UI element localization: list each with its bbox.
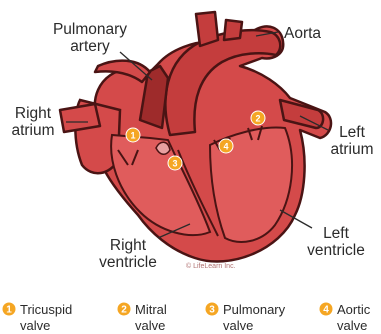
aorta-top-branch bbox=[196, 12, 218, 46]
label-pulmonary-artery-line2: artery bbox=[70, 38, 110, 55]
svg-text:valve: valve bbox=[20, 318, 50, 333]
legend-item-2: 2 Mitral valve bbox=[118, 302, 167, 333]
svg-text:4: 4 bbox=[223, 142, 228, 152]
svg-text:valve: valve bbox=[223, 318, 253, 333]
label-left-atrium-line1: Left bbox=[339, 124, 366, 141]
vena-cava bbox=[60, 104, 100, 132]
marker-1: 1 bbox=[126, 128, 140, 142]
label-pulmonary-artery-line1: Pulmonary bbox=[53, 21, 127, 38]
svg-text:3: 3 bbox=[209, 305, 215, 316]
svg-text:valve: valve bbox=[337, 318, 367, 333]
svg-text:2: 2 bbox=[121, 305, 127, 316]
svg-text:Mitral: Mitral bbox=[135, 302, 167, 317]
legend-item-4: 4 Aortic valve bbox=[320, 302, 371, 333]
marker-2: 2 bbox=[251, 111, 265, 125]
label-right-ventricle-line2: ventricle bbox=[99, 254, 157, 271]
svg-text:2: 2 bbox=[255, 114, 260, 124]
label-left-ventricle-line1: Left bbox=[323, 225, 350, 242]
marker-3: 3 bbox=[168, 156, 182, 170]
svg-text:1: 1 bbox=[130, 131, 135, 141]
legend-item-1: 1 Tricuspid valve bbox=[3, 302, 73, 333]
copyright-text: © LifeLearn Inc. bbox=[186, 262, 236, 270]
label-aorta: Aorta bbox=[284, 25, 321, 42]
label-left-atrium-line2: atrium bbox=[330, 141, 373, 158]
legend: 1 Tricuspid valve 2 Mitral valve 3 Pulmo… bbox=[3, 302, 371, 333]
svg-text:4: 4 bbox=[323, 305, 329, 316]
svg-text:Pulmonary: Pulmonary bbox=[223, 302, 286, 317]
svg-text:1: 1 bbox=[6, 305, 12, 316]
label-right-atrium-line1: Right bbox=[15, 105, 52, 122]
label-left-ventricle-line2: ventricle bbox=[307, 242, 365, 259]
svg-text:Aortic: Aortic bbox=[337, 302, 371, 317]
svg-text:3: 3 bbox=[172, 159, 177, 169]
legend-item-3: 3 Pulmonary valve bbox=[206, 302, 286, 333]
marker-4: 4 bbox=[219, 139, 233, 153]
label-right-ventricle-line1: Right bbox=[110, 237, 147, 254]
aorta-top-branch-2 bbox=[224, 20, 242, 40]
svg-text:valve: valve bbox=[135, 318, 165, 333]
label-right-atrium-line2: atrium bbox=[11, 122, 54, 139]
svg-text:Tricuspid: Tricuspid bbox=[20, 302, 72, 317]
